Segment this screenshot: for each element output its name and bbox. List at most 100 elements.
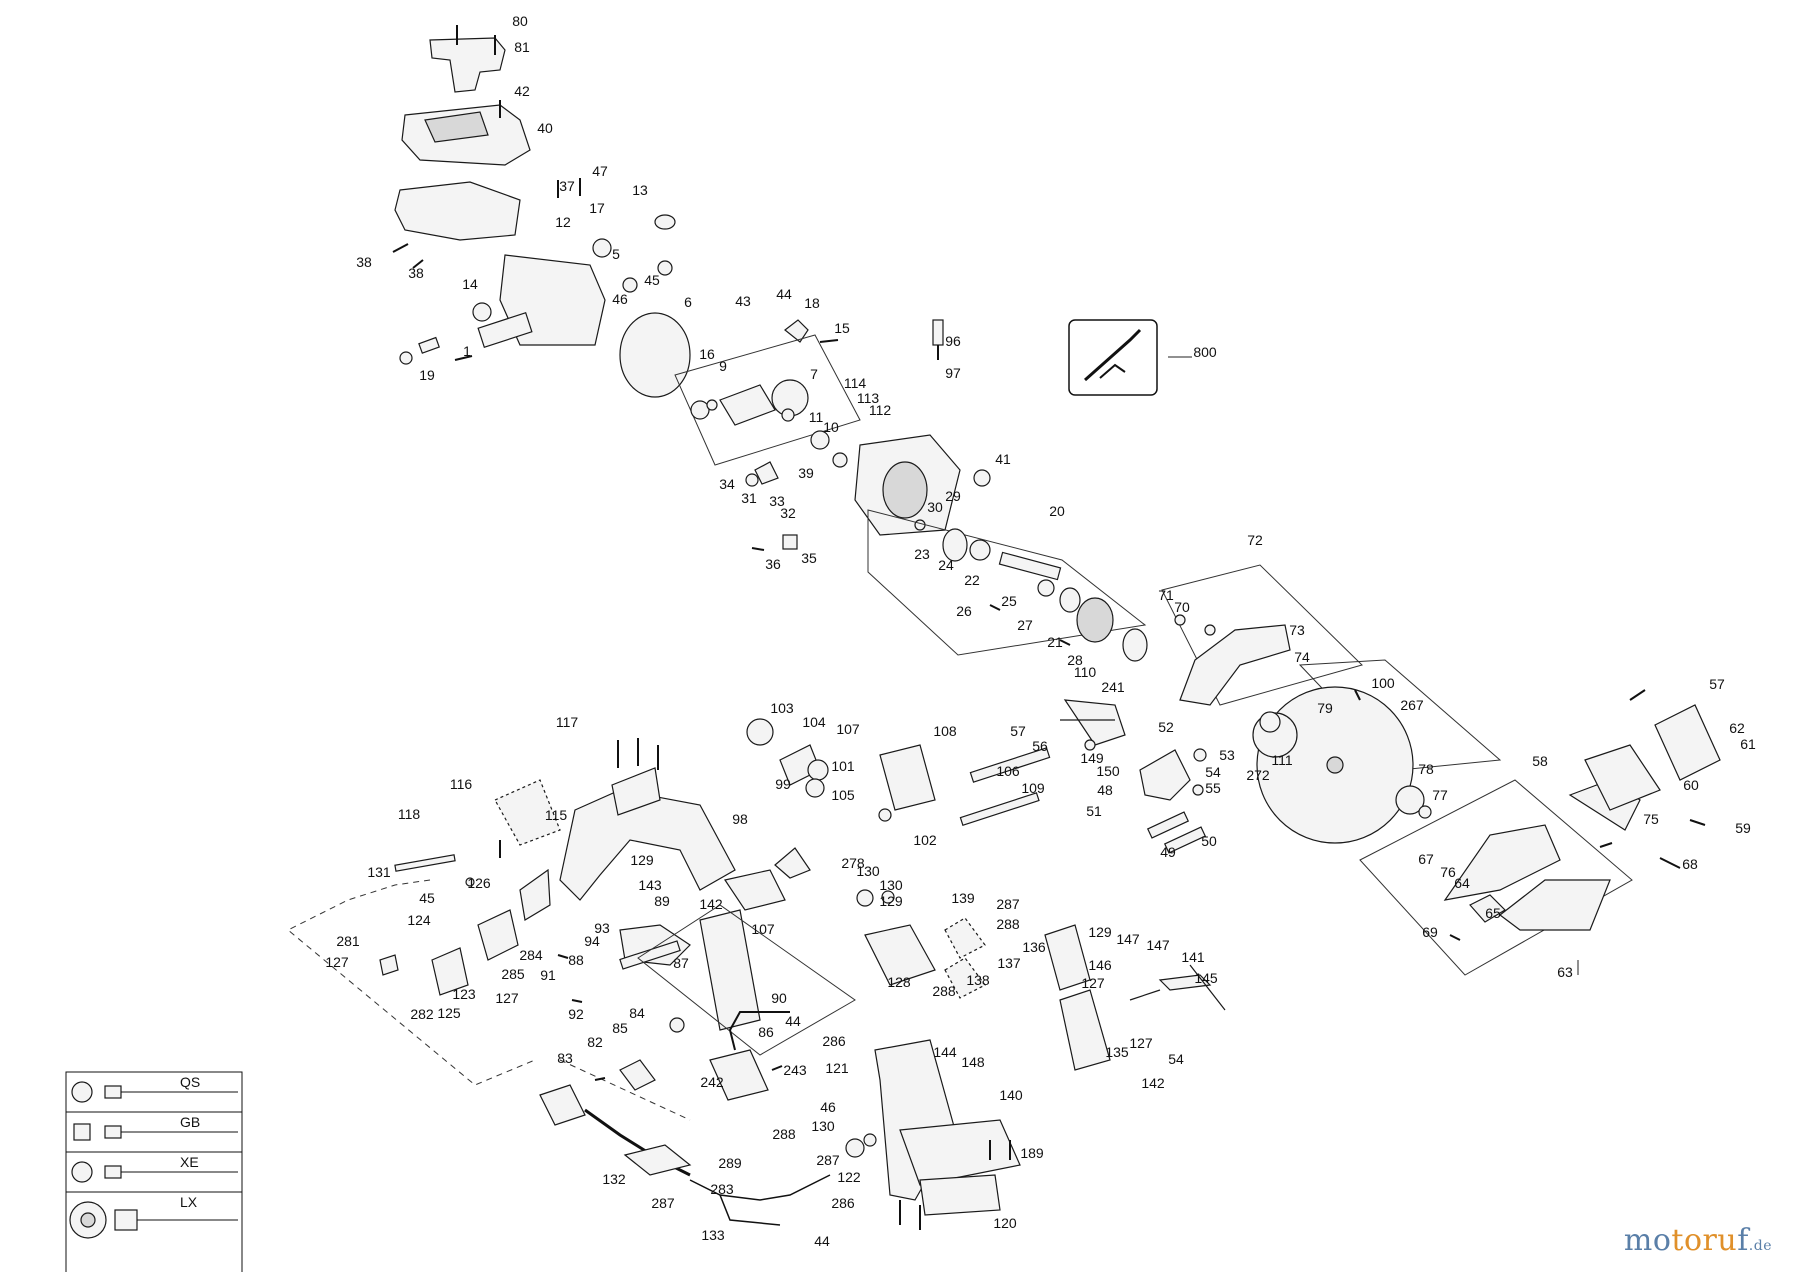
callout-29: 29 [945,488,961,504]
callout-141: 141 [1181,949,1205,965]
callout-92: 92 [568,1006,584,1022]
callout-1: 1 [463,343,471,359]
callout-267: 267 [1400,697,1424,713]
callout-6: 6 [684,294,692,310]
callout-17: 17 [589,200,605,216]
callout-27: 27 [1017,617,1033,633]
callout-138: 138 [966,972,990,988]
callout-44b: 44 [785,1013,801,1029]
callout-18: 18 [804,295,820,311]
callout-89: 89 [654,893,670,909]
callout-100: 100 [1371,675,1395,691]
callout-30: 30 [927,499,943,515]
callout-93: 93 [594,920,610,936]
callout-46a: 46 [612,291,628,307]
callout-142b: 142 [1141,1075,1165,1091]
callout-19: 19 [419,367,435,383]
callout-78: 78 [1418,761,1434,777]
callout-91: 91 [540,967,556,983]
callout-75: 75 [1643,811,1659,827]
callout-137: 137 [997,955,1021,971]
callout-53: 53 [1219,747,1235,763]
callout-26: 26 [956,603,972,619]
callout-40: 40 [537,120,553,136]
callout-288c: 288 [772,1126,796,1142]
callout-288b: 288 [932,983,956,999]
callout-128: 128 [887,974,911,990]
callout-122: 122 [837,1169,861,1185]
callout-281: 281 [336,933,360,949]
callout-32: 32 [780,505,796,521]
callout-146: 146 [1088,957,1112,973]
callout-145: 145 [1194,970,1218,986]
callout-243: 243 [783,1062,807,1078]
callout-58: 58 [1532,753,1548,769]
callout-127b: 127 [325,954,349,970]
callout-288a: 288 [996,916,1020,932]
callout-61: 61 [1740,736,1756,752]
callout-81: 81 [514,39,530,55]
callout-278: 278 [841,855,865,871]
callout-31: 31 [741,490,757,506]
callout-140: 140 [999,1087,1023,1103]
callout-34: 34 [719,476,735,492]
bevel-lock-group [594,904,856,1091]
callout-49: 49 [1160,844,1176,860]
callout-114: 114 [844,375,867,391]
callout-68: 68 [1682,856,1698,872]
callout-38a: 38 [356,254,372,270]
callout-129a: 129 [630,852,654,868]
callout-130a: 130 [856,863,880,879]
callout-73: 73 [1289,622,1305,638]
callout-133: 133 [701,1227,725,1243]
callout-287a: 287 [996,896,1020,912]
callout-130c: 130 [811,1118,835,1134]
callout-242: 242 [700,1074,724,1090]
callout-286b: 286 [831,1195,855,1211]
callout-120: 120 [993,1215,1017,1231]
callout-54b: 54 [1168,1051,1184,1067]
callout-115: 115 [545,807,568,823]
callout-129c: 129 [1088,924,1112,940]
plug-code-xe: XE [180,1154,199,1170]
callout-42: 42 [514,83,530,99]
callout-74: 74 [1294,649,1310,665]
callout-59: 59 [1735,820,1751,836]
upper-blade-guard-group [1161,564,1363,706]
callout-121: 121 [825,1060,849,1076]
callout-142a: 142 [699,896,723,912]
callout-20: 20 [1049,503,1065,519]
callout-98: 98 [732,811,748,827]
callout-71: 71 [1158,587,1174,603]
lower-bracket-group [856,889,1226,1230]
plug-legend: QS GB XE LX [65,1071,243,1272]
callout-127a: 127 [1081,975,1105,991]
callout-13: 13 [632,182,648,198]
power-cord-group [539,1011,877,1226]
callout-241: 241 [1101,679,1125,695]
callout-55: 55 [1205,780,1221,796]
callout-5: 5 [612,246,620,262]
callout-50: 50 [1201,833,1217,849]
callout-79: 79 [1317,700,1333,716]
lower-guard-group [1359,689,1721,976]
callout-118: 118 [398,806,421,822]
callout-149: 149 [1080,750,1104,766]
callout-56: 56 [1032,738,1048,754]
callout-272: 272 [1246,767,1270,783]
callout-65: 65 [1485,905,1501,921]
callout-148: 148 [961,1054,985,1070]
callout-45a: 45 [644,272,660,288]
callout-62: 62 [1729,720,1745,736]
gear-housing-group [751,319,991,551]
callout-107b: 107 [751,921,775,937]
callout-130b: 130 [879,877,903,893]
callout-129b: 129 [879,893,903,909]
motoruf-logo: motoruf.de [1624,1223,1772,1258]
callout-87: 87 [673,955,689,971]
callout-38b: 38 [408,265,424,281]
callout-21: 21 [1047,634,1063,650]
callout-150: 150 [1096,763,1120,779]
